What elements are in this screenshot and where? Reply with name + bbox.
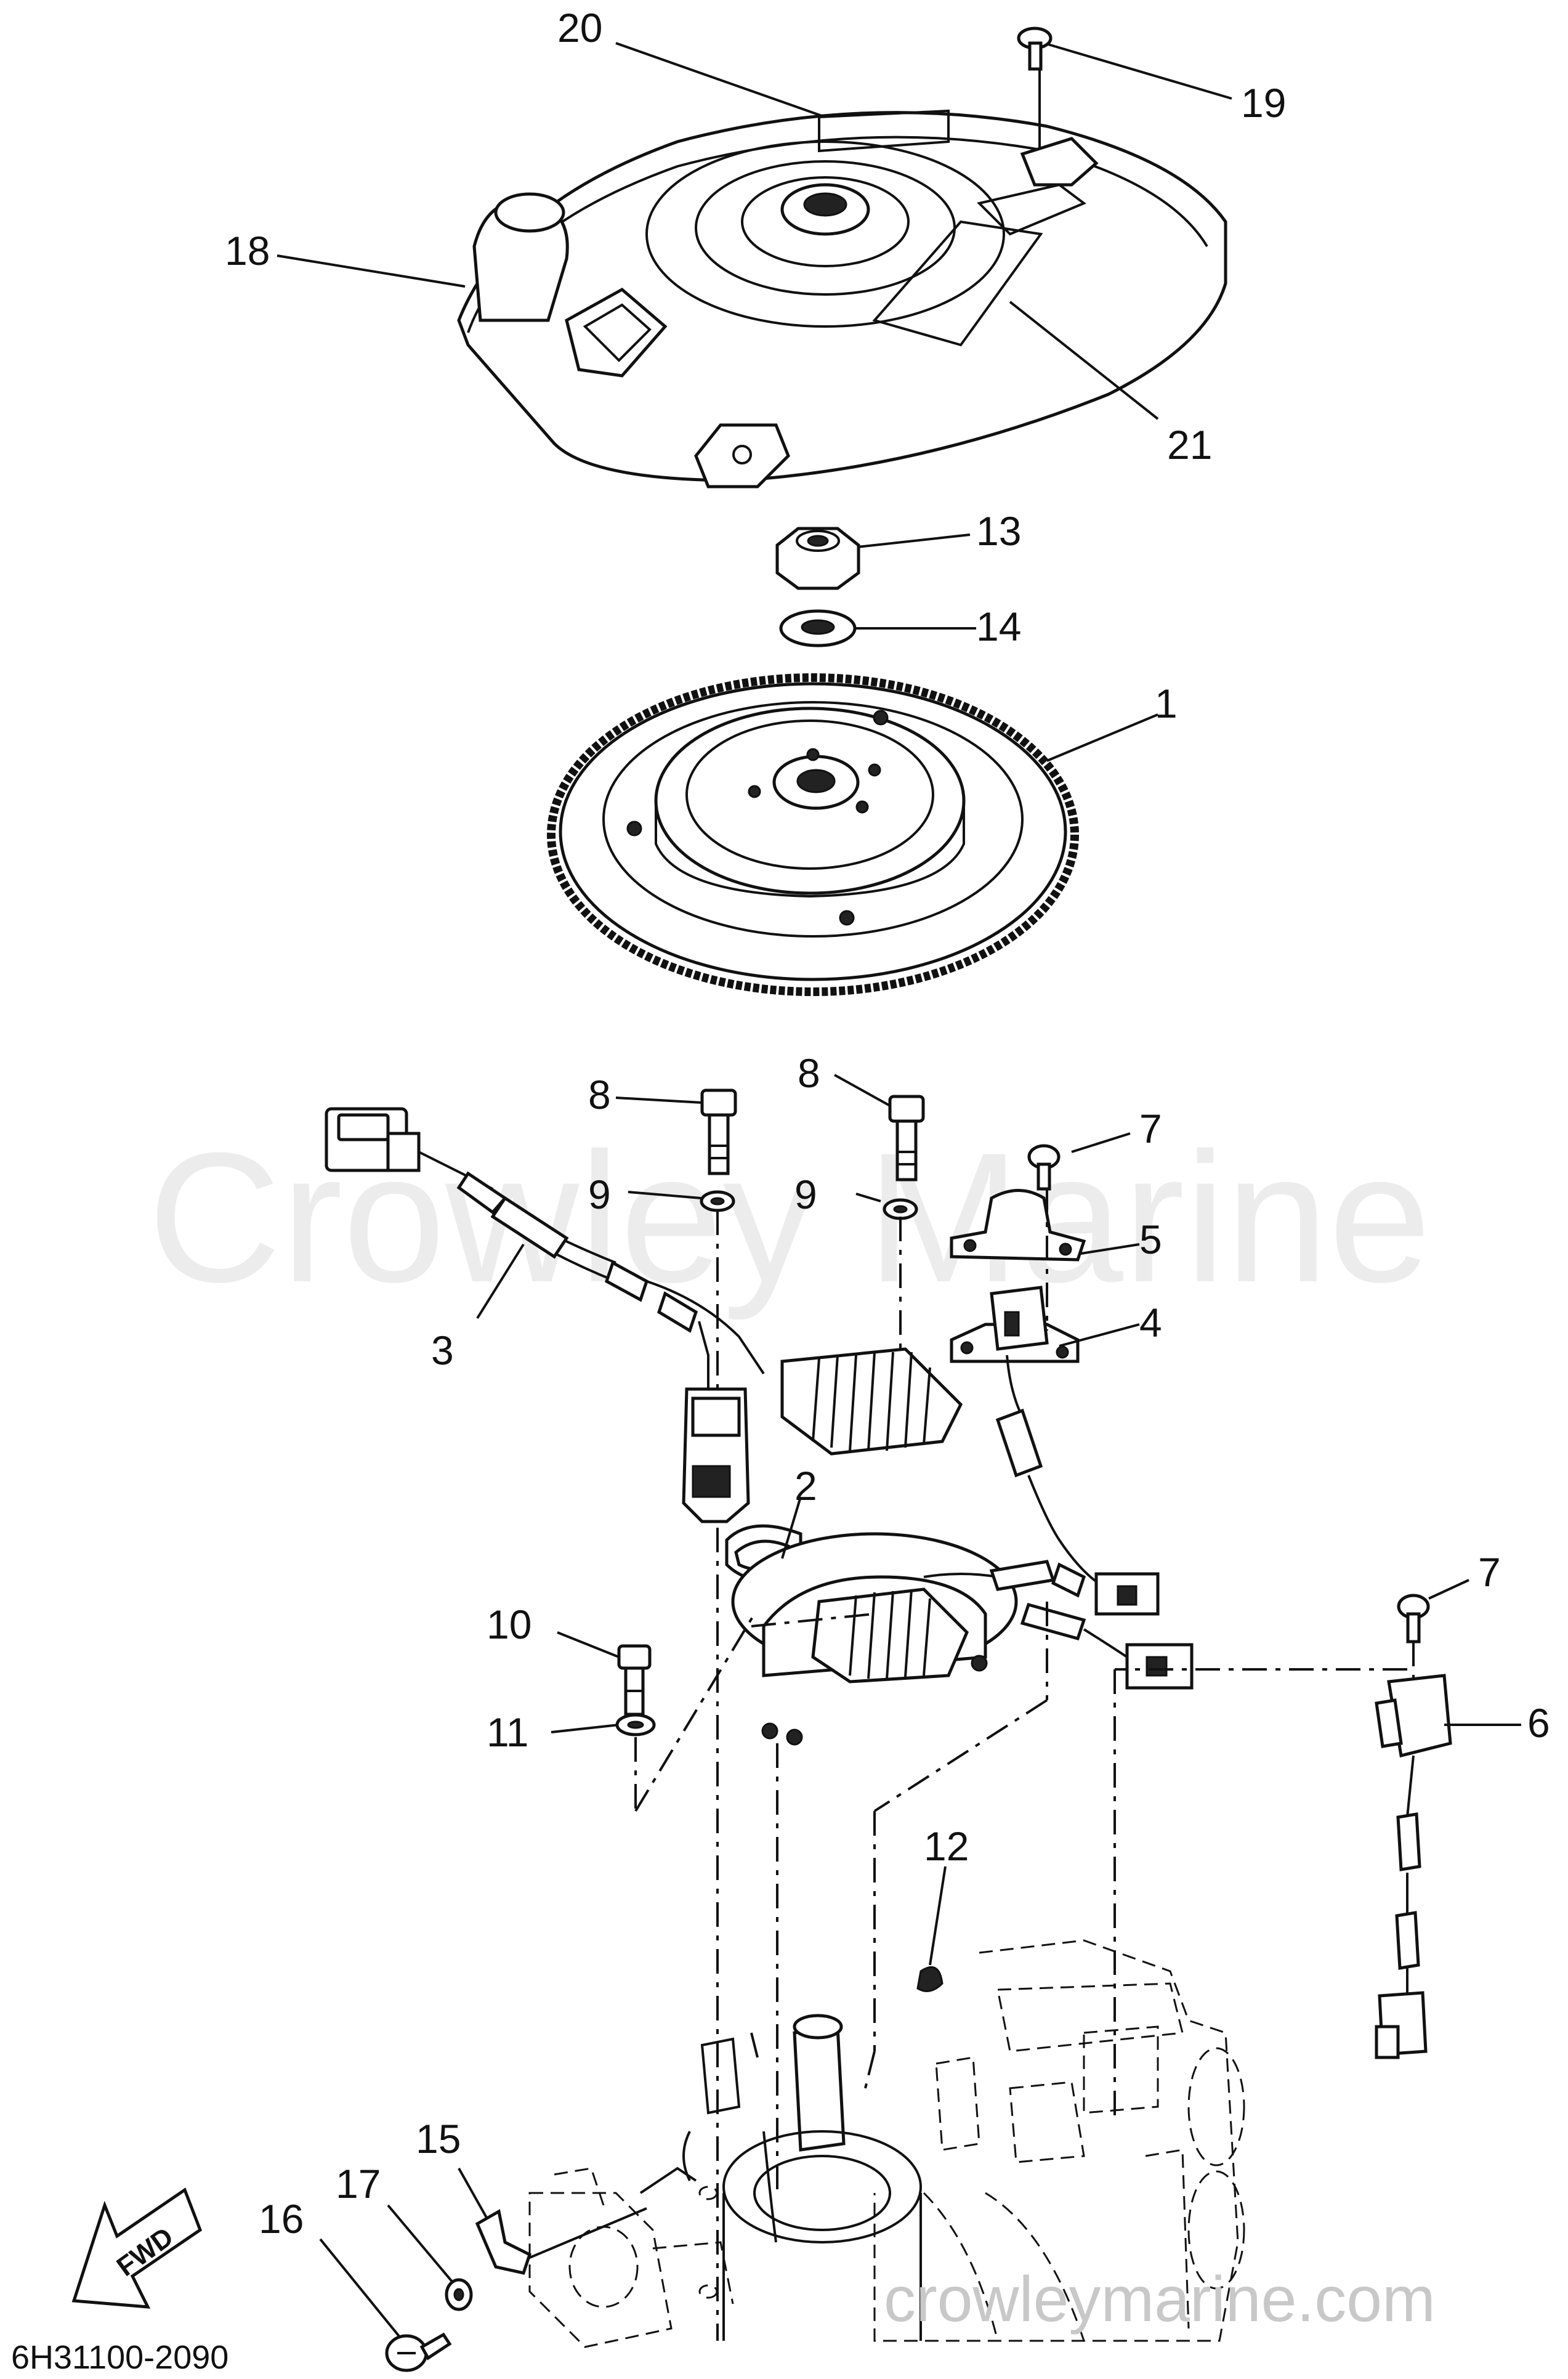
screw-7b xyxy=(1397,1594,1430,1643)
callout-2: 2 xyxy=(794,1463,817,1509)
callout-12: 12 xyxy=(924,1823,969,1869)
callout-9b: 9 xyxy=(794,1172,817,1217)
bolt-8a xyxy=(700,1088,737,1175)
bolt-10 xyxy=(617,1644,652,1716)
callout-20: 20 xyxy=(557,5,602,51)
leader-3 xyxy=(476,1243,525,1319)
callout-1: 1 xyxy=(1155,681,1178,726)
leader-8a xyxy=(615,1096,703,1104)
assembly-centerlines xyxy=(634,1189,1415,2341)
callout-21: 21 xyxy=(1167,422,1212,468)
flywheel-cover xyxy=(457,109,1227,488)
callout-18: 18 xyxy=(225,228,270,274)
leader-2 xyxy=(781,1496,802,1559)
callout-11: 11 xyxy=(487,1709,529,1755)
leader-13 xyxy=(857,533,971,548)
cover-screw xyxy=(1017,26,1053,148)
callout-5: 5 xyxy=(1139,1217,1162,1262)
screw-16 xyxy=(385,2332,452,2372)
callout-15: 15 xyxy=(416,2116,461,2162)
leader-20 xyxy=(615,42,826,118)
key-12 xyxy=(916,1966,944,1992)
ignition-coil xyxy=(325,1107,963,1523)
callout-7b: 7 xyxy=(1478,1549,1501,1595)
clamp-15 xyxy=(475,2207,647,2275)
stator xyxy=(725,1524,1194,1746)
throttle-linkage xyxy=(528,2037,741,2348)
callout-10: 10 xyxy=(487,1602,531,1647)
leader-5 xyxy=(1080,1243,1140,1255)
leader-17 xyxy=(387,2204,454,2284)
callout-4: 4 xyxy=(1139,1300,1162,1345)
rectifier xyxy=(1375,1674,1452,2059)
engine-block xyxy=(873,1939,1245,2342)
leader-15 xyxy=(458,2168,488,2218)
watermark-bottom: crowleymarine.com xyxy=(884,2264,1436,2335)
washer-9a xyxy=(700,1190,735,1212)
diagram-code: 6H31100-2090 xyxy=(11,2339,228,2376)
leader-19 xyxy=(1043,42,1232,100)
fwd-arrow-icon: FWD xyxy=(71,2187,203,2309)
crankshaft-end xyxy=(722,2014,922,2341)
callout-6: 6 xyxy=(1527,1700,1550,1746)
washer-11 xyxy=(615,1713,656,1737)
bracket-5 xyxy=(950,1189,1086,1262)
callout-8b: 8 xyxy=(798,1050,820,1096)
leader-21 xyxy=(1009,301,1159,420)
callout-9a: 9 xyxy=(588,1172,611,1217)
leader-12 xyxy=(929,1866,947,1966)
leader-18 xyxy=(277,254,466,288)
bolt-8b xyxy=(888,1095,925,1181)
leader-1 xyxy=(1046,713,1158,762)
leader-16 xyxy=(319,2238,402,2339)
leader-10 xyxy=(557,1631,620,1658)
callout-7a: 7 xyxy=(1139,1106,1162,1151)
callout-13: 13 xyxy=(976,508,1021,554)
leader-7a xyxy=(1071,1132,1131,1153)
leader-8b xyxy=(834,1074,891,1107)
leader-9b xyxy=(855,1193,881,1202)
callout-19: 19 xyxy=(1241,80,1286,126)
leader-11 xyxy=(551,1724,620,1733)
nut xyxy=(775,527,860,590)
washer-14 xyxy=(779,609,857,647)
pulser-coil xyxy=(950,1286,1160,1616)
leader-9a xyxy=(628,1191,701,1199)
washer-9b xyxy=(883,1198,918,1220)
leader-7b xyxy=(1428,1579,1469,1600)
callout-14: 14 xyxy=(976,604,1021,649)
callout-3: 3 xyxy=(431,1327,454,1373)
screw-7a xyxy=(1027,1144,1061,1191)
callout-16: 16 xyxy=(259,2196,304,2242)
leader-4 xyxy=(1059,1323,1140,1347)
flywheel xyxy=(547,673,1079,996)
washer-17 xyxy=(445,2278,473,2311)
callout-8a: 8 xyxy=(588,1072,611,1117)
callout-17: 17 xyxy=(336,2161,381,2207)
